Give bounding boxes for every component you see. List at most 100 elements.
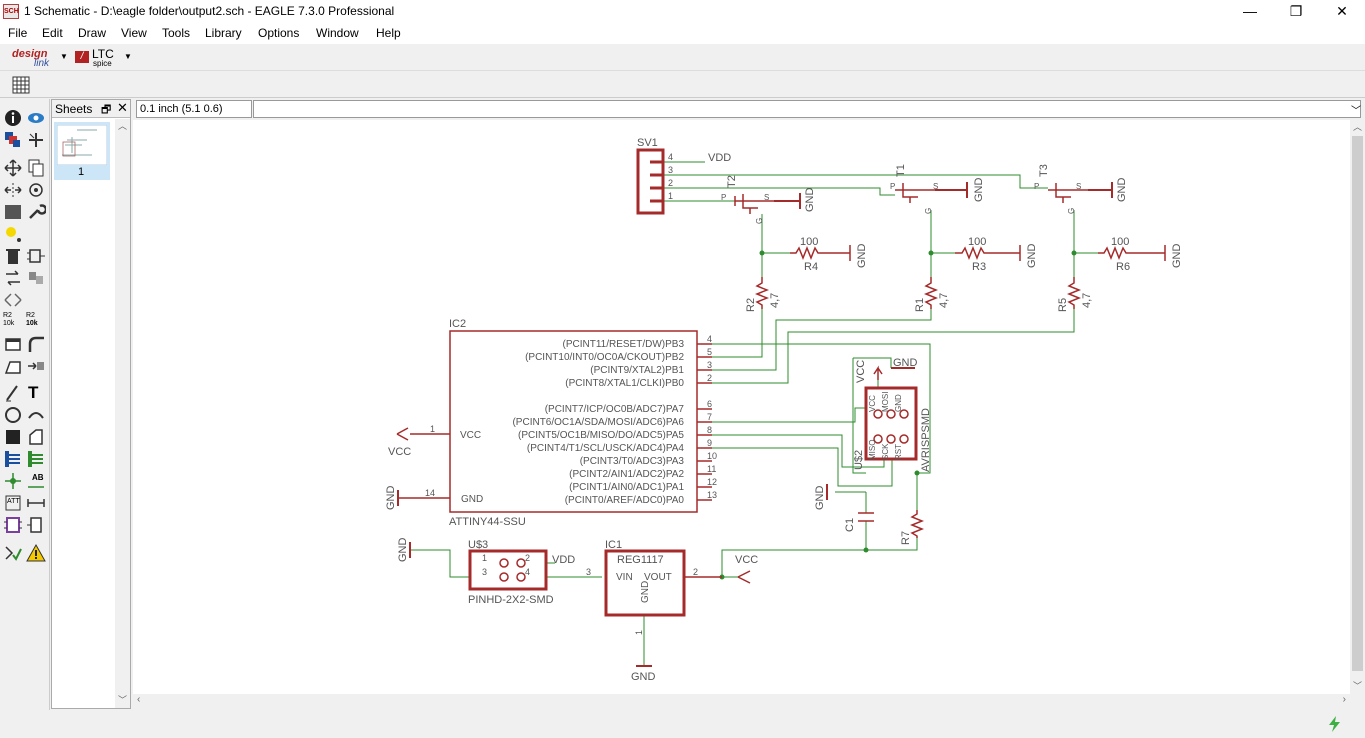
sheets-scroll-down-icon[interactable]: ﹀ <box>118 695 128 705</box>
ltspice-logo-top: LTC <box>92 47 114 61</box>
dimension-icon[interactable] <box>26 493 46 513</box>
r3-name: R3 <box>972 261 986 273</box>
command-input[interactable] <box>253 100 1361 118</box>
group-icon[interactable] <box>3 202 23 222</box>
grid-icon[interactable] <box>12 76 30 94</box>
menu-view[interactable]: View <box>121 26 147 40</box>
sheet-thumbnail[interactable]: 1 <box>54 122 110 180</box>
menu-draw[interactable]: Draw <box>78 26 107 40</box>
t3-p: P <box>1034 182 1039 191</box>
circle-icon[interactable] <box>3 405 23 425</box>
main-toolbar: design link ▼ / LTC spice ▼ <box>0 44 1365 71</box>
arc-icon[interactable] <box>26 405 46 425</box>
t2-gnd: GND <box>804 188 816 213</box>
ic2-pin-label-4: (PCINT7/ICP/OC0B/ADC7)PA7 <box>545 404 685 415</box>
designlink-logo-bottom: link <box>34 58 50 69</box>
paste-icon[interactable] <box>3 224 23 244</box>
add-part-icon[interactable] <box>26 246 46 266</box>
minimize-button[interactable]: — <box>1243 3 1257 19</box>
label-tool-text: AB <box>32 473 44 482</box>
wire-icon[interactable] <box>3 383 23 403</box>
gateswap-icon[interactable] <box>26 268 46 288</box>
ltspice-button[interactable]: / LTC spice <box>75 47 125 69</box>
sheets-close-icon[interactable]: ✕ <box>117 100 128 115</box>
menu-tools[interactable]: Tools <box>162 26 191 40</box>
schematic-canvas[interactable]: SV1 4 3 2 1 VDD T2 P S G GND T1 P S G GN… <box>133 120 1350 694</box>
rotate-icon[interactable] <box>26 180 46 200</box>
sheets-undock-icon[interactable]: 🗗 <box>101 104 112 116</box>
scroll-up-icon[interactable]: ︿ <box>1353 122 1363 132</box>
layers-icon[interactable] <box>3 130 23 150</box>
split-wire-icon[interactable] <box>3 356 23 376</box>
label-tool[interactable]: AB <box>26 471 46 491</box>
sv1-pin1: 1 <box>668 191 673 201</box>
ic2-pin-num-3: 2 <box>707 373 712 383</box>
warning-icon[interactable] <box>26 543 46 563</box>
r4-name: R4 <box>804 261 818 273</box>
split-icon[interactable] <box>3 290 23 310</box>
ic2-pin-num-7: 9 <box>707 438 712 448</box>
menu-window[interactable]: Window <box>316 26 359 40</box>
polygon-icon[interactable] <box>26 427 46 447</box>
attribute-tool[interactable]: ATT <box>3 493 23 513</box>
change-wrench-icon[interactable] <box>26 202 46 222</box>
designlink-dropdown-icon[interactable]: ▼ <box>60 52 68 61</box>
mirror-icon[interactable] <box>3 180 23 200</box>
horizontal-scrollbar[interactable]: ‹ › <box>133 694 1350 709</box>
bus-icon[interactable] <box>3 449 23 469</box>
r2-name: R2 <box>745 298 757 312</box>
delete-icon[interactable] <box>3 246 23 266</box>
menu-bar: File Edit Draw View Tools Library Option… <box>0 24 1365 44</box>
ltspice-dropdown-icon[interactable]: ▼ <box>124 52 132 61</box>
frame-icon[interactable] <box>3 515 23 535</box>
erc-icon[interactable] <box>3 543 23 563</box>
show-eye-icon[interactable] <box>26 108 46 128</box>
scroll-right-icon[interactable]: › <box>1342 694 1346 705</box>
ic2-name: IC2 <box>449 318 466 330</box>
ic2-pin-num-9: 11 <box>707 464 716 474</box>
menu-edit[interactable]: Edit <box>42 26 63 40</box>
go-lightning-icon[interactable] <box>1326 715 1344 733</box>
invoke-icon[interactable] <box>26 356 46 376</box>
info-icon[interactable] <box>3 108 23 128</box>
move-icon[interactable] <box>3 158 23 178</box>
name-tool-sub: 10k <box>3 320 15 327</box>
horizontal-scroll-thumb[interactable] <box>149 696 1334 707</box>
junction-icon[interactable] <box>3 471 23 491</box>
ic2-gnd-label: GND <box>461 494 483 505</box>
vertical-scroll-thumb[interactable] <box>1352 136 1363 671</box>
designlink-button[interactable]: design link <box>10 48 58 69</box>
pinswap-icon[interactable] <box>3 268 23 288</box>
scroll-down-icon[interactable]: ﹀ <box>1353 681 1363 691</box>
command-history-dropdown-icon[interactable]: ﹀ <box>1351 106 1361 117</box>
mark-icon[interactable] <box>26 130 46 150</box>
isp-pin-miso: MISO <box>868 440 877 460</box>
title-bar: SCH 1 Schematic - D:\eagle folder\output… <box>0 0 1365 24</box>
sheets-scrollbar[interactable]: ︿ ﹀ <box>115 119 130 708</box>
menu-options[interactable]: Options <box>258 26 300 40</box>
tool-palette: R2 10k R2 10k T AB ATT <box>0 99 50 738</box>
copy-icon[interactable] <box>26 158 46 178</box>
menu-file[interactable]: File <box>8 26 28 40</box>
smash-icon[interactable] <box>3 334 23 354</box>
t3-gnd: GND <box>1116 178 1128 203</box>
miter-icon[interactable] <box>26 334 46 354</box>
net-icon[interactable] <box>26 449 46 469</box>
value-tool[interactable]: R2 10k <box>26 312 46 332</box>
text-tool[interactable]: T <box>28 383 39 402</box>
ic2-pin-num-1: 5 <box>707 347 712 357</box>
t1-p: P <box>890 182 895 191</box>
sheets-scroll-up-icon[interactable]: ︿ <box>118 121 128 131</box>
restore-button[interactable]: ❐ <box>1289 3 1303 19</box>
vertical-scrollbar[interactable]: ︿ ﹀ <box>1350 120 1365 694</box>
close-button[interactable]: ✕ <box>1336 3 1348 19</box>
name-tool[interactable]: R2 10k <box>3 312 23 332</box>
rect-icon[interactable] <box>3 427 23 447</box>
menu-help[interactable]: Help <box>376 26 401 40</box>
r4-value: 100 <box>800 236 818 248</box>
schematic-drawing[interactable]: SV1 4 3 2 1 VDD T2 P S G GND T1 P S G GN… <box>133 120 1350 694</box>
t3-name: T3 <box>1038 164 1050 177</box>
menu-library[interactable]: Library <box>205 26 242 40</box>
scroll-left-icon[interactable]: ‹ <box>137 694 141 705</box>
module-icon[interactable] <box>26 515 46 535</box>
